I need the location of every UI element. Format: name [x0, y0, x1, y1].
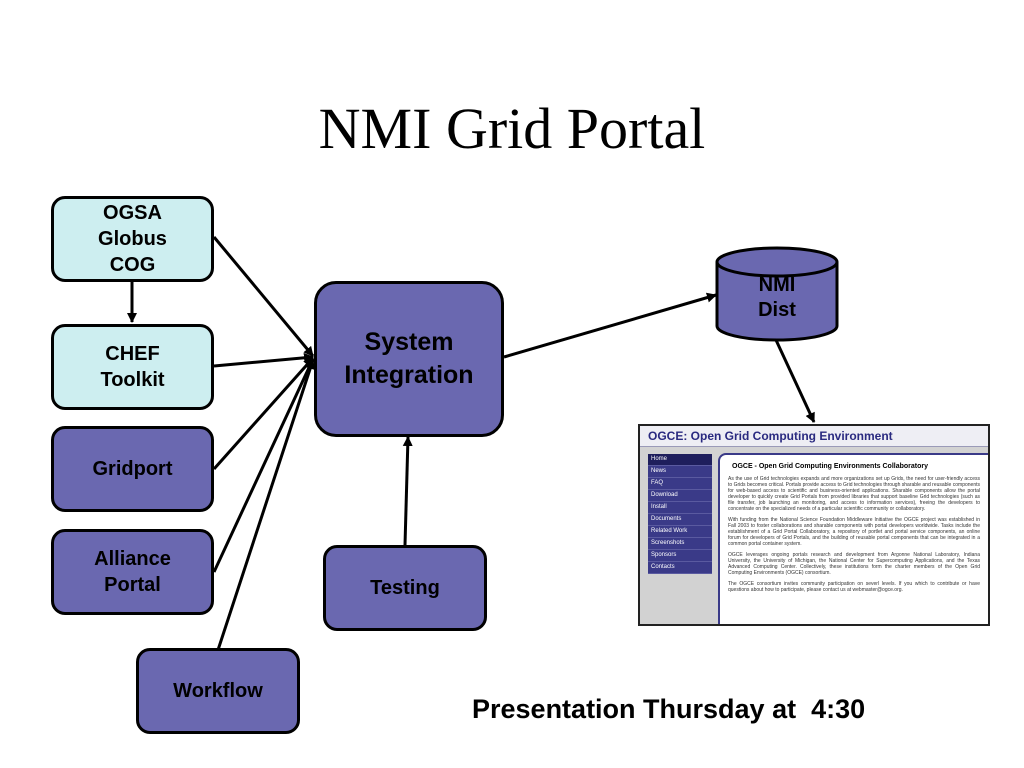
node-alliance-label: Alliance Portal [94, 548, 171, 596]
screenshot-nav-news: News [648, 466, 712, 478]
arrow-alliance-to-system [212, 358, 315, 573]
screenshot-heading: OGCE - Open Grid Computing Environments … [732, 463, 929, 470]
node-alliance-portal: Alliance Portal [51, 529, 214, 615]
arrow-workflow-to-system [216, 359, 315, 651]
arrow-nmi-to-screenshot [774, 339, 816, 423]
node-nmi-dist-label: NMI Dist [758, 274, 796, 321]
screenshot-paragraph-2: With funding from the National Science F… [728, 517, 980, 547]
screenshot-nav-home: Home [648, 454, 712, 466]
screenshot-nav-documents: Documents [648, 514, 712, 526]
arrow-system-to-nmi [503, 292, 717, 359]
screenshot-paragraph-4: The OGCE consortium invites community pa… [728, 581, 980, 593]
screenshot-paragraph-3: OGCE leverages ongoing portals research … [728, 552, 980, 576]
node-testing-label: Testing [370, 577, 440, 599]
node-workflow-label: Workflow [173, 680, 263, 702]
screenshot-body: OGCE - Open Grid Computing Environments … [718, 453, 988, 624]
arrow-chef-to-system [213, 352, 314, 368]
node-gridport-label: Gridport [92, 458, 173, 480]
screenshot-nav-contacts: Contacts [648, 562, 712, 574]
node-gridport: Gridport [51, 426, 214, 512]
node-system-integration: System Integration [314, 281, 504, 437]
screenshot-nav-sponsors: Sponsors [648, 550, 712, 562]
arrow-gridport-to-system [212, 357, 315, 470]
screenshot-nav: Home News FAQ Download Install Documents… [648, 454, 712, 574]
screenshot-nav-faq: FAQ [648, 478, 712, 490]
node-chef-toolkit: CHEF Toolkit [51, 324, 214, 410]
screenshot-nav-related-work: Related Work [648, 526, 712, 538]
node-ogsa-globus-cog: OGSA Globus COG [51, 196, 214, 282]
arrow-testing-to-system [402, 436, 413, 546]
screenshot-nav-download: Download [648, 490, 712, 502]
ogce-website-screenshot: OGCE: Open Grid Computing Environment Ho… [638, 424, 990, 626]
screenshot-nav-screenshots: Screenshots [648, 538, 712, 550]
node-chef-label: CHEF Toolkit [100, 343, 165, 391]
screenshot-nav-install: Install [648, 502, 712, 514]
slide-title: NMI Grid Portal [318, 96, 706, 161]
screenshot-header: OGCE: Open Grid Computing Environment [640, 426, 988, 447]
presentation-note: Presentation Thursday at 4:30 [472, 694, 866, 724]
node-ogsa-label: OGSA Globus COG [98, 202, 167, 276]
nmi-dist-cylinder [715, 246, 839, 342]
node-workflow: Workflow [136, 648, 300, 734]
arrow-ogsa-to-system [212, 236, 315, 357]
node-system-label: System Integration [344, 328, 474, 389]
node-testing: Testing [323, 545, 487, 631]
screenshot-paragraph-1: As the use of Grid technologies expands … [728, 476, 980, 512]
